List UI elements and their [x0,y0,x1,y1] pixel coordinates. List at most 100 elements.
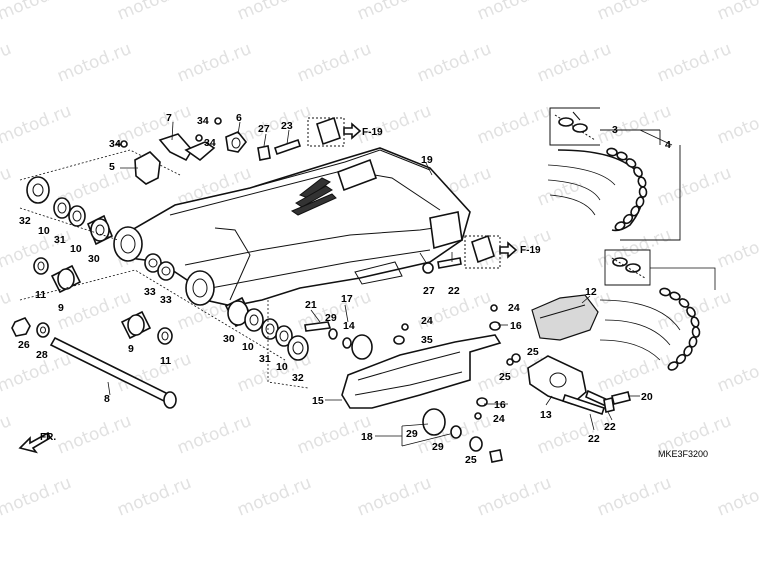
chain-link [686,306,696,318]
callout-labels: 7 34 6 34 34 5 27 23 F-19 19 3 4 32 10 3… [18,112,708,466]
watermark-text: motod.ru [654,163,734,211]
diagram-code: MKE3F3200 [658,449,708,459]
watermark-text: motod.ru [0,411,14,459]
watermark-text: motod.ru [414,39,494,87]
right-bearing-stack [144,253,309,389]
callout-25: 25 [465,454,477,466]
watermark-text: motod.ru [174,411,254,459]
chain-rollers [304,304,503,463]
callout-30: 30 [88,253,100,265]
callout-24: 24 [493,413,505,425]
callout-22: 22 [604,421,616,433]
watermark-text: motod.ru [294,39,374,87]
left-spacers [11,257,286,409]
chain-bottom-links [659,287,701,371]
watermark-text: motod.ru [234,473,314,521]
callout-19: 19 [421,154,433,166]
callout-29: 29 [432,441,444,453]
watermark-text: motod.ru [714,0,759,25]
callout-9: 9 [58,302,64,314]
callout-9: 9 [128,343,134,355]
watermark-text: motod.ru [54,411,134,459]
callout-11: 11 [35,289,46,301]
watermark-text: motod.ru [474,101,554,149]
chain-slider [341,334,502,409]
callout-4: 4 [665,139,671,151]
watermark-text: motod.ru [654,39,734,87]
chain-link [606,147,618,157]
watermark-text: motod.ru [234,0,314,25]
watermark-text: motod.ru [714,101,759,149]
chain-link [625,158,637,168]
watermark-text: motod.ru [714,349,759,397]
chain-top-links [606,147,648,231]
watermark-text: motod.ru [534,39,614,87]
callout-31: 31 [54,234,66,246]
watermark-text: motod.ru [474,473,554,521]
chain-link [669,291,681,301]
callout-24: 24 [421,315,433,327]
callout-3: 3 [612,124,618,136]
drive-chain-top [547,107,681,241]
chain-link [616,151,628,161]
callout-34: 34 [197,115,209,127]
callout-30: 30 [223,333,235,345]
callout-17: 17 [341,293,353,305]
leader-lines [107,121,640,447]
chain-link [630,205,640,217]
chain-link [633,166,643,178]
callout-16: 16 [494,399,506,411]
watermark-text: motod.ru [54,39,134,87]
callout-8: 8 [104,393,110,405]
callout-25: 25 [499,371,511,383]
callout-5: 5 [109,161,115,173]
callout-22: 22 [588,433,600,445]
callout-25: 25 [527,346,539,358]
callout-35: 35 [421,334,433,346]
drive-chain-bottom [599,249,716,371]
left-bearing-stack [19,149,181,246]
front-direction-arrow [18,431,51,454]
front-direction-label: FR. [40,432,56,443]
callout-33: 33 [144,286,156,298]
callout-6: 6 [236,112,242,124]
chain-guide [506,294,631,416]
callout-14: 14 [343,320,355,332]
callout-12: 12 [585,286,597,298]
watermark-text: motod.ru [474,0,554,25]
watermark-text: motod.ru [0,101,74,149]
callout-24: 24 [508,302,520,314]
watermark-text: motod.ru [714,225,759,273]
watermark-text: motod.ru [54,287,134,335]
callout-27: 27 [258,123,270,135]
watermark-text: motod.ru [114,473,194,521]
chain-link [638,186,648,198]
callout-11: 11 [160,355,171,367]
watermark-text: motod.ru [0,0,74,25]
reference-f19-top: F-19 [362,127,383,138]
watermark-text: motod.ru [594,0,674,25]
watermark-text: motod.ru [594,101,674,149]
callout-15: 15 [312,395,324,407]
callout-29: 29 [325,312,337,324]
reference-f19-bottom: F-19 [520,245,541,256]
watermark-text: motod.ru [594,473,674,521]
callout-23: 23 [281,120,293,132]
watermark-text: motod.ru [714,473,759,521]
callout-18: 18 [361,431,373,443]
callout-20: 20 [641,391,653,403]
swingarm [113,147,471,307]
watermark-text: motod.ru [174,39,254,87]
watermark-text: motod.ru [0,473,74,521]
watermark-text: motod.ru [354,101,434,149]
callout-10: 10 [38,225,50,237]
callout-32: 32 [292,372,304,384]
callout-34: 34 [204,137,216,149]
callout-7: 7 [166,112,172,124]
watermark-text: motod.ru [354,0,434,25]
rear-axle-parts [422,234,518,274]
chain-link [614,221,626,231]
watermark-text: motod.ru [0,39,14,87]
watermark-text: motod.ru [0,163,14,211]
